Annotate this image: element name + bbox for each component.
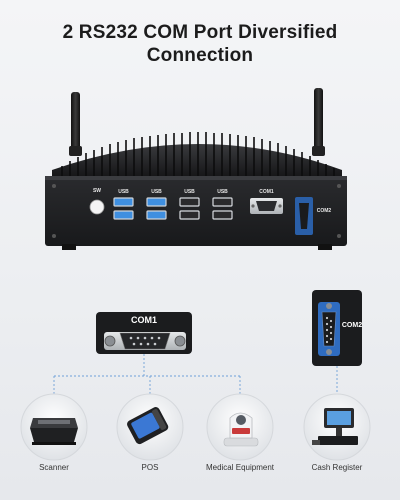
- usb-port-pair-1: [113, 197, 134, 220]
- cash-register-icon: [312, 408, 358, 445]
- com1-port-device: [250, 198, 283, 214]
- usb-label-2: USB: [151, 189, 162, 195]
- com2-callout-label: COM2: [341, 322, 363, 329]
- headline-line-1: 2 RS232 COM Port Diversified: [62, 22, 338, 43]
- scanner-label: Scanner: [39, 463, 69, 472]
- com1-callout-label: COM1: [130, 315, 157, 325]
- pos-terminal-icon: [127, 407, 169, 445]
- power-button-icon: [89, 199, 105, 215]
- antenna-right: [312, 88, 325, 156]
- medical-equipment-label: Medical Equipment: [205, 463, 275, 472]
- scanner-icon: [30, 418, 78, 445]
- antenna-left: [69, 92, 82, 156]
- usb-label-4: USB: [217, 189, 228, 195]
- usb-label-1: USB: [118, 189, 129, 195]
- headline-line-2: Connection: [146, 45, 254, 66]
- usb-port-pair-4: [212, 197, 233, 220]
- com2-device-label: COM2: [316, 208, 332, 214]
- usb-label-3: USB: [184, 189, 195, 195]
- usb-port-pair-3: [179, 197, 200, 220]
- connector-lines: [53, 354, 338, 398]
- com2-port-device: [295, 197, 313, 235]
- com1-device-label: COM1: [259, 189, 274, 195]
- heatsink-fins: [52, 132, 342, 178]
- usb-ports: [113, 197, 233, 220]
- cash-register-label: Cash Register: [311, 463, 363, 472]
- pos-label: POS: [141, 463, 159, 472]
- usb-port-pair-2: [146, 197, 167, 220]
- sw-label: SW: [92, 188, 102, 194]
- medical-device-icon: [223, 412, 259, 447]
- com1-callout: [96, 312, 192, 354]
- com2-callout: [312, 290, 362, 366]
